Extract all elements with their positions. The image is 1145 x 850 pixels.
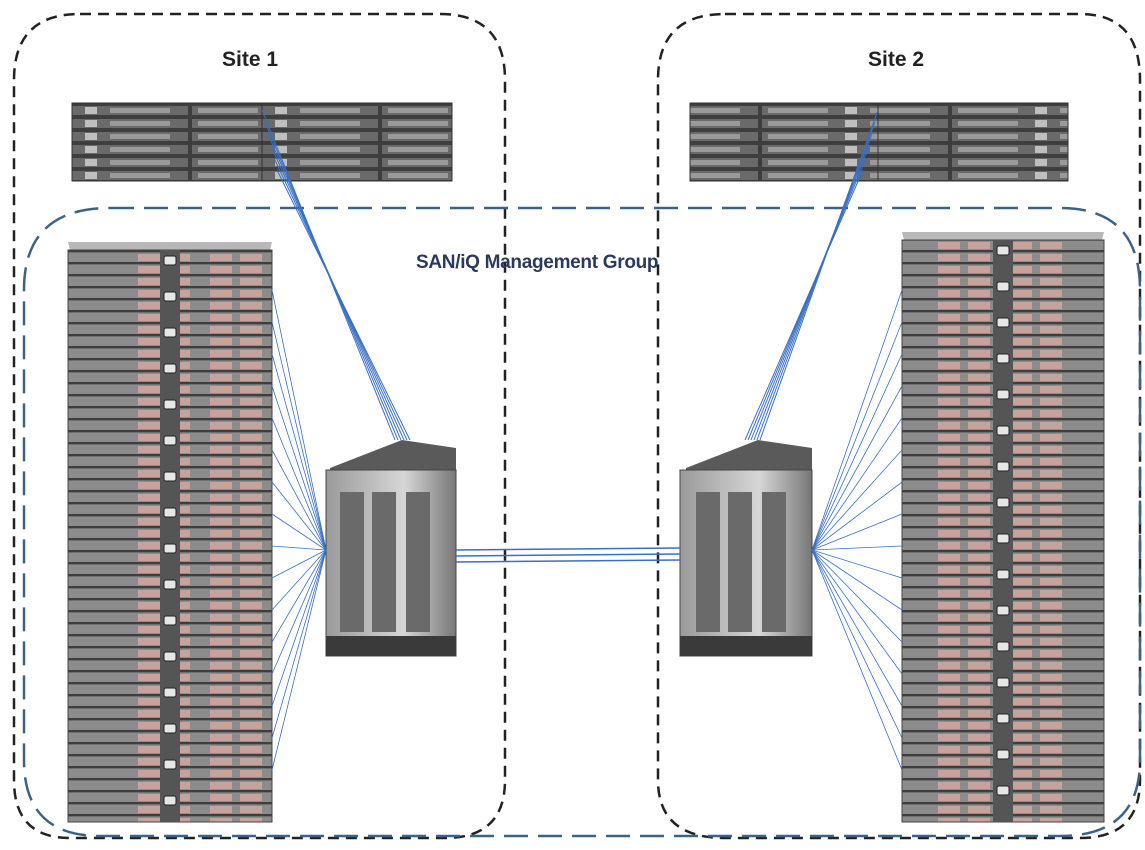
hp-logo-icon bbox=[163, 435, 177, 446]
site1-label: Site 1 bbox=[222, 48, 279, 71]
site2-server-stack-right bbox=[877, 102, 1069, 182]
link-line bbox=[271, 449, 327, 551]
hp-logo-icon bbox=[996, 389, 1010, 400]
hp-logo-icon bbox=[996, 713, 1010, 724]
hp-logo-icon bbox=[163, 795, 177, 806]
hp-logo-icon bbox=[996, 677, 1010, 688]
link-line bbox=[811, 513, 903, 551]
link-line bbox=[271, 549, 327, 643]
hp-logo-icon bbox=[996, 785, 1010, 796]
hp-logo-icon bbox=[996, 425, 1010, 436]
site2-boundary bbox=[656, 12, 1142, 840]
hp-logo-icon bbox=[163, 615, 177, 626]
hp-logo-icon bbox=[163, 291, 177, 302]
site1-server-stack-left bbox=[71, 102, 263, 182]
hp-logo-icon bbox=[996, 605, 1010, 616]
link-line bbox=[271, 549, 327, 579]
site1-rack-links bbox=[271, 289, 327, 771]
link-line bbox=[759, 109, 879, 441]
link-line bbox=[271, 549, 327, 675]
hp-logo-icon bbox=[163, 759, 177, 770]
hp-logo-icon bbox=[163, 723, 177, 734]
site2-switch bbox=[679, 440, 813, 657]
hp-logo-icon bbox=[163, 471, 177, 482]
hp-logo-icon bbox=[996, 641, 1010, 652]
hp-logo-icon bbox=[163, 543, 177, 554]
link-line bbox=[753, 133, 873, 441]
hp-logo-icon bbox=[996, 569, 1010, 580]
hp-logo-icon bbox=[996, 461, 1010, 472]
site1-switch bbox=[325, 440, 457, 657]
hp-logo-icon bbox=[163, 327, 177, 338]
link-line bbox=[811, 545, 903, 551]
link-line bbox=[271, 417, 327, 551]
site2-storage-rack bbox=[901, 232, 1105, 823]
link-line bbox=[811, 289, 903, 551]
link-line bbox=[811, 549, 903, 675]
management-group-label: SAN/iQ Management Group bbox=[416, 252, 659, 273]
site2-rack-links bbox=[811, 289, 903, 771]
link-line bbox=[744, 169, 864, 441]
hp-logo-icon bbox=[163, 651, 177, 662]
link-line bbox=[811, 417, 903, 551]
hp-logo-icon bbox=[163, 363, 177, 374]
hp-logo-icon bbox=[163, 399, 177, 410]
link-line bbox=[271, 549, 327, 707]
link-line bbox=[271, 549, 327, 611]
hp-logo-icon bbox=[996, 749, 1010, 760]
site1-boundary bbox=[12, 12, 507, 840]
link-line bbox=[271, 289, 327, 551]
hp-logo-icon bbox=[996, 281, 1010, 292]
link-line bbox=[811, 449, 903, 551]
site1-rack-logos bbox=[163, 255, 177, 806]
inter-site-link bbox=[455, 547, 681, 563]
link-line bbox=[811, 549, 903, 739]
hp-logo-icon bbox=[163, 687, 177, 698]
hp-logo-icon bbox=[163, 507, 177, 518]
site1-server-stack-right bbox=[261, 102, 453, 182]
hp-logo-icon bbox=[996, 533, 1010, 544]
link-line bbox=[271, 353, 327, 551]
link-line bbox=[811, 353, 903, 551]
link-line bbox=[276, 169, 411, 441]
site1-server-links bbox=[261, 109, 411, 441]
site2-label: Site 2 bbox=[868, 48, 925, 71]
link-line bbox=[811, 549, 903, 579]
hp-logo-icon bbox=[163, 579, 177, 590]
hp-logo-icon bbox=[996, 245, 1010, 256]
management-group-boundary bbox=[22, 206, 1142, 838]
link-line bbox=[811, 385, 903, 551]
link-line bbox=[271, 549, 327, 739]
hp-logo-icon bbox=[996, 317, 1010, 328]
site2-server-stack-left bbox=[689, 102, 879, 182]
link-line bbox=[271, 385, 327, 551]
site1-servers bbox=[71, 102, 453, 182]
link-line bbox=[811, 481, 903, 551]
site2-servers bbox=[689, 102, 1069, 182]
hp-logo-icon bbox=[996, 353, 1010, 364]
hp-logo-icon bbox=[163, 255, 177, 266]
link-line bbox=[811, 549, 903, 643]
link-line bbox=[811, 549, 903, 611]
hp-logo-icon bbox=[996, 497, 1010, 508]
link-line bbox=[271, 545, 327, 551]
link-line bbox=[811, 321, 903, 551]
link-line bbox=[756, 121, 876, 441]
link-line bbox=[271, 549, 327, 771]
link-line bbox=[811, 549, 903, 771]
link-line bbox=[811, 549, 903, 707]
site2-rack-logos bbox=[996, 245, 1010, 796]
site2-server-links bbox=[744, 109, 879, 441]
link-line bbox=[271, 481, 327, 551]
link-line bbox=[271, 513, 327, 551]
link-line bbox=[271, 321, 327, 551]
